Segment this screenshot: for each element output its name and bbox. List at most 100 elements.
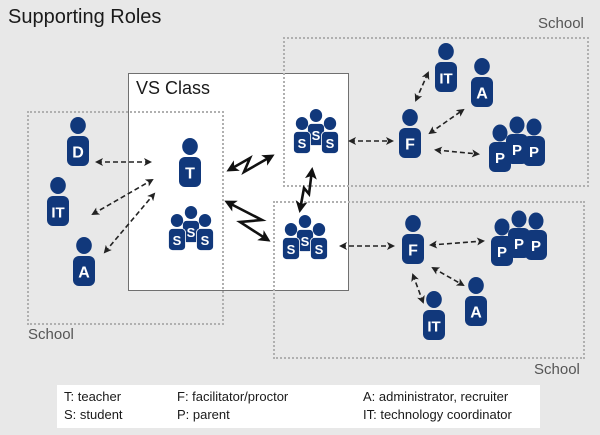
school-box-left-inner (27, 111, 224, 325)
person-body (508, 228, 530, 258)
school-box-top-right-inner (283, 37, 589, 187)
person-head (526, 118, 542, 136)
person-letter: S (301, 234, 310, 249)
legend: T: teacher S: student F: facilitator/pro… (57, 385, 540, 428)
arrow-bottom-facilitator-it (411, 273, 425, 304)
person-letter: D (72, 145, 84, 162)
zigzag-teacher-top-students (226, 154, 275, 176)
person-body (423, 310, 445, 340)
person-letter: S (187, 225, 196, 240)
person-head (468, 277, 484, 294)
person-head (309, 109, 323, 122)
person-letter: A (78, 265, 90, 282)
bottom-administrator-icon: A (465, 277, 487, 326)
person-letter: P (531, 238, 541, 255)
person-head (494, 218, 510, 236)
person-body (465, 296, 487, 326)
legend-item-parent: P: parent (177, 407, 230, 422)
person-head (198, 214, 212, 227)
bottom-facilitator-icon: F (402, 215, 424, 264)
legend-item-technology-coordinator: IT: technology coordinator (363, 407, 512, 422)
person-letter: S (298, 136, 307, 151)
school-label-top-right: School (538, 15, 584, 32)
person-letter: IT (427, 319, 440, 336)
person-head (492, 124, 508, 142)
person-head (405, 215, 421, 232)
person-head (323, 117, 337, 130)
person-head (184, 206, 198, 219)
arrow-bottom-facilitator-parents (429, 237, 485, 249)
zigzag-top-bottom-students (295, 167, 317, 213)
person-body (471, 77, 493, 107)
person-body (47, 196, 69, 226)
person-body (402, 234, 424, 264)
person-head (298, 215, 312, 228)
person-head (426, 291, 442, 308)
person-head (509, 116, 525, 134)
person-letter: S (312, 128, 321, 143)
person-head (50, 177, 66, 194)
person-body (196, 228, 214, 251)
top-administrator-icon: A (471, 58, 493, 107)
person-body (168, 228, 186, 251)
school-label-left: School (28, 326, 74, 343)
arrow-bottom-facilitator-administrator (431, 267, 465, 286)
person-body (67, 136, 89, 166)
person-letter: F (405, 137, 415, 154)
arrow-top-facilitator-administrator (428, 108, 465, 135)
person-body (523, 136, 545, 166)
bottom-it-coordinator-icon: IT (423, 291, 445, 340)
person-letter: P (529, 144, 539, 161)
arrow-it-teacher (91, 179, 154, 215)
person-head (312, 223, 326, 236)
connection-arrows (91, 71, 485, 304)
person-body (293, 131, 311, 154)
person-body (310, 237, 328, 260)
vs-class-label: VS Class (136, 78, 211, 98)
person-letter: S (201, 233, 210, 248)
person-letter: S (326, 136, 335, 151)
administrator-icon: A (73, 237, 95, 286)
person-body (179, 157, 201, 187)
person-letter: A (476, 86, 488, 103)
school-label-bottom-right: School (534, 361, 580, 378)
person-body (525, 230, 547, 260)
arrow-administrator-teacher (103, 192, 156, 254)
person-head (438, 43, 454, 60)
arrow-top-facilitator-parents (434, 146, 480, 158)
person-body (435, 62, 457, 92)
zigzag-teacher-bottom-students (224, 200, 271, 242)
person-body (491, 236, 513, 266)
person-head (474, 58, 490, 75)
person-letter: P (495, 150, 505, 167)
top-it-coordinator-icon: IT (435, 43, 457, 92)
person-letter: A (470, 305, 482, 322)
person-head (402, 109, 418, 126)
person-head (70, 117, 86, 134)
legend-item-teacher: T: teacher (64, 389, 122, 404)
arrow-top-facilitator-it (414, 71, 430, 102)
person-letter: F (408, 243, 418, 260)
person-body (506, 134, 528, 164)
person-body (282, 237, 300, 260)
teacher-icon: T (179, 138, 201, 187)
person-letter: T (185, 166, 195, 183)
person-head (295, 117, 309, 130)
person-head (528, 212, 544, 230)
page-title: Supporting Roles (8, 6, 162, 28)
person-letter: P (497, 244, 507, 261)
person-head (170, 214, 184, 227)
person-letter: P (514, 236, 524, 253)
legend-item-facilitator: F: facilitator/proctor (177, 389, 289, 404)
person-letter: S (315, 242, 324, 257)
legend-item-student: S: student (64, 407, 123, 422)
person-letter: S (287, 242, 296, 257)
person-head (182, 138, 198, 155)
person-letter: P (512, 142, 522, 159)
